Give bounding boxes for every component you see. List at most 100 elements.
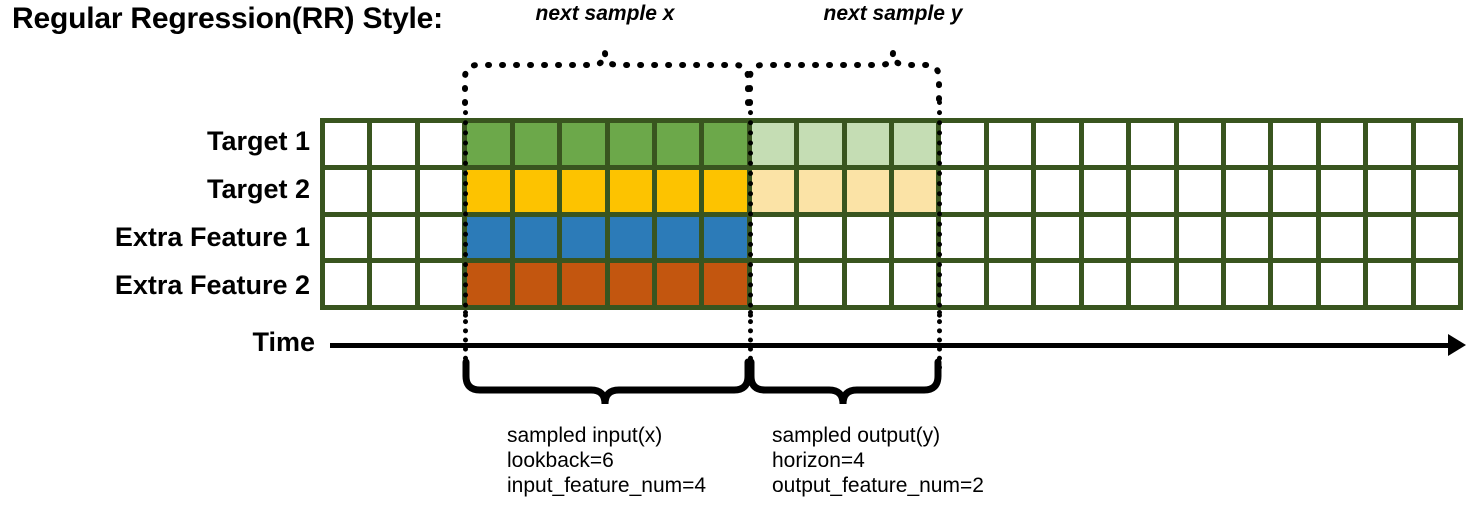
row-label-extra-feature-2: Extra Feature 2: [114, 270, 310, 300]
timeseries-grid: [320, 118, 1463, 310]
grid-cell-blank-r2-c16: [1036, 169, 1079, 212]
grid-cell-output-r3-c10: [751, 216, 795, 259]
grid-cell-input-r3-c4: [467, 216, 510, 259]
guide-input-end-lower: [748, 310, 753, 370]
time-axis-arrow-icon: [1448, 334, 1466, 356]
grid-cell-blank-r4-c3: [419, 263, 463, 305]
grid-cell-output-r2-c12: [846, 169, 889, 212]
grid-cell-output-r3-c12: [846, 216, 889, 259]
grid-cell-blank-r2-c24: [1415, 169, 1458, 212]
grid-cell-blank-r4-c17: [1083, 263, 1127, 305]
grid-cell-input-r2-c6: [562, 169, 605, 212]
grid-cell-blank-r3-c17: [1083, 216, 1127, 259]
caption-sampled-output: sampled output(y) horizon=4 output_featu…: [772, 423, 984, 498]
grid-cell-blank-r3-c21: [1273, 216, 1316, 259]
guide-output-end: [937, 100, 942, 318]
grid-cell-input-r1-c9: [704, 123, 747, 165]
caption-input-line1: sampled input(x): [507, 424, 663, 447]
caption-output-line1: sampled output(y): [772, 424, 941, 447]
grid-cell-input-r3-c6: [562, 216, 605, 259]
time-axis-label: Time: [252, 327, 315, 357]
grid-cell-blank-r2-c21: [1273, 169, 1316, 212]
caption-output-line2: horizon=4: [772, 449, 865, 472]
grid-cell-blank-r2-c2: [372, 169, 415, 212]
grid-cell-output-r3-c13: [894, 216, 937, 259]
grid-cell-blank-r1-c21: [1273, 123, 1316, 165]
grid-cell-output-r4-c12: [846, 263, 889, 305]
top-brace-y-icon: [747, 51, 942, 106]
grid-cell-blank-r3-c18: [1131, 216, 1174, 259]
grid-cell-output-r1-c13: [894, 123, 937, 165]
guide-output-end-lower: [937, 310, 942, 370]
grid-cell-input-r3-c5: [514, 216, 558, 259]
row-label-target-2: Target 2: [206, 174, 310, 204]
grid-cell-blank-r4-c18: [1131, 263, 1174, 305]
grid-cell-input-r2-c9: [704, 169, 747, 212]
grid-cell-blank-r2-c3: [419, 169, 463, 212]
grid-cell-input-r4-c7: [609, 263, 652, 305]
grid-cell-blank-r3-c3: [419, 216, 463, 259]
grid-cell-input-r4-c8: [656, 263, 700, 305]
caption-input-line3: input_feature_num=4: [507, 474, 707, 497]
time-axis-line: [330, 343, 1460, 348]
guide-input-start-lower: [463, 310, 468, 370]
grid-cell-output-r1-c10: [751, 123, 795, 165]
row-label-extra-feature-1: Extra Feature 1: [114, 222, 310, 252]
grid-cell-blank-r4-c22: [1320, 263, 1364, 305]
grid-cell-output-r1-c11: [799, 123, 842, 165]
grid-cell-blank-r3-c16: [1036, 216, 1079, 259]
grid-cell-input-r4-c6: [562, 263, 605, 305]
grid-cell-blank-r1-c16: [1036, 123, 1079, 165]
grid-cell-blank-r1-c17: [1083, 123, 1127, 165]
grid-cell-blank-r4-c2: [372, 263, 415, 305]
grid-cell-output-r4-c10: [751, 263, 795, 305]
grid-cell-blank-r2-c1: [325, 169, 368, 212]
bottom-brace-output-icon: [747, 358, 942, 405]
grid-cell-output-r1-c12: [846, 123, 889, 165]
grid-cell-input-r4-c9: [704, 263, 747, 305]
grid-cell-blank-r2-c23: [1368, 169, 1411, 212]
grid-cell-blank-r2-c18: [1131, 169, 1174, 212]
grid-cell-blank-r1-c24: [1415, 123, 1458, 165]
grid-cell-blank-r3-c20: [1225, 216, 1269, 259]
grid-cell-blank-r3-c15: [988, 216, 1032, 259]
grid-cell-blank-r1-c23: [1368, 123, 1411, 165]
grid-cell-blank-r4-c14: [941, 263, 984, 305]
grid-cell-input-r3-c9: [704, 216, 747, 259]
row-label-target-1: Target 1: [206, 126, 310, 156]
top-brace-label-next-sample-y: next sample y: [823, 2, 963, 25]
grid-cell-output-r4-c11: [799, 263, 842, 305]
bottom-brace-input-icon: [462, 358, 752, 405]
grid-cell-blank-r1-c15: [988, 123, 1032, 165]
grid-cell-blank-r4-c19: [1178, 263, 1221, 305]
grid-cell-blank-r3-c24: [1415, 216, 1458, 259]
grid-cell-input-r1-c8: [656, 123, 700, 165]
caption-output-line3: output_feature_num=2: [772, 474, 984, 497]
grid-cell-input-r1-c4: [467, 123, 510, 165]
grid-cell-blank-r3-c23: [1368, 216, 1411, 259]
grid-cell-blank-r4-c15: [988, 263, 1032, 305]
grid-cell-blank-r2-c14: [941, 169, 984, 212]
guide-input-end: [748, 100, 753, 318]
grid-cell-blank-r2-c15: [988, 169, 1032, 212]
grid-cell-blank-r1-c2: [372, 123, 415, 165]
grid-cell-input-r2-c4: [467, 169, 510, 212]
grid-cell-input-r3-c8: [656, 216, 700, 259]
grid-cell-blank-r2-c20: [1225, 169, 1269, 212]
grid-cell-blank-r1-c18: [1131, 123, 1174, 165]
grid-cell-blank-r3-c2: [372, 216, 415, 259]
grid-cell-blank-r4-c1: [325, 263, 368, 305]
grid-cell-blank-r1-c1: [325, 123, 368, 165]
grid-cell-output-r4-c13: [894, 263, 937, 305]
caption-sampled-input: sampled input(x) lookback=6 input_featur…: [507, 423, 706, 498]
grid-cell-blank-r1-c22: [1320, 123, 1364, 165]
guide-input-start: [463, 100, 468, 318]
grid-cell-blank-r1-c20: [1225, 123, 1269, 165]
grid-cell-blank-r3-c1: [325, 216, 368, 259]
grid-cell-blank-r2-c17: [1083, 169, 1127, 212]
grid-cell-output-r2-c11: [799, 169, 842, 212]
grid-cell-blank-r3-c14: [941, 216, 984, 259]
grid-cell-input-r1-c7: [609, 123, 652, 165]
caption-input-line2: lookback=6: [507, 449, 614, 472]
grid-cell-blank-r4-c23: [1368, 263, 1411, 305]
